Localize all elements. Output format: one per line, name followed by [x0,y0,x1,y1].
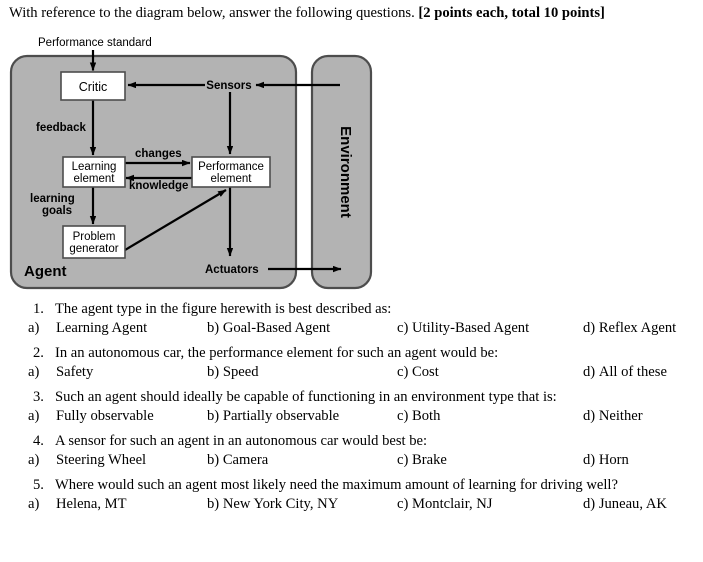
sensors-label: Sensors [206,80,251,92]
environment-label: Environment [337,126,354,218]
option-text: Juneau, AK [598,496,667,512]
option-3-d[interactable]: d) Neither [583,407,643,425]
learning-goals-label-line1: learning [30,193,75,205]
question-number: 1. [33,301,44,317]
option-text: Reflex Agent [598,320,677,336]
question-stem: Such an agent should ideally be capable … [55,389,557,405]
learning-element-label-line2: element [74,173,116,185]
question-number: 5. [33,477,44,493]
option-letter: a) [28,408,40,424]
option-letter: c) [397,408,409,424]
option-text: Partially observable [222,408,340,424]
option-letter: b) [207,364,220,380]
actuators-label: Actuators [205,264,259,276]
option-text: Steering Wheel [56,452,147,468]
performance-element-box [191,156,271,188]
option-text: Learning Agent [56,320,148,336]
option-5-d[interactable]: d) Juneau, AK [583,495,667,513]
option-text: Utility-Based Agent [412,320,530,336]
option-4-c[interactable]: c) Brake [397,451,447,469]
performance-element-label-line1: Performance [198,161,264,173]
knowledge-label: knowledge [129,180,188,192]
option-text: New York City, NY [222,496,339,512]
option-text: Camera [222,452,269,468]
option-1-d[interactable]: d) Reflex Agent [583,319,676,337]
instructions-text: With reference to the diagram below, ans… [9,5,419,21]
option-text: Goal-Based Agent [222,320,331,336]
option-text: Horn [598,452,629,468]
option-letter: c) [397,452,409,468]
performance-standard-label: Performance standard [38,37,152,49]
option-letter: a) [28,364,40,380]
option-letter: d) [583,364,596,380]
option-letter: b) [207,452,220,468]
performance-element-label-line2: element [211,173,253,185]
learning-agent-diagram: Performance standard Critic Sensors feed… [0,28,400,296]
learning-element-label-line1: Learning [72,161,117,173]
question-5: 5. Where would such an agent most likely… [0,476,703,520]
option-letter: a) [28,452,40,468]
question-number: 4. [33,433,44,449]
option-letter: b) [207,320,220,336]
option-text: Montclair, NJ [412,496,493,512]
option-2-d[interactable]: d) All of these [583,363,667,381]
option-4-b[interactable]: b) Camera [207,451,268,469]
critic-box [60,71,126,101]
question-number: 3. [33,389,44,405]
option-5-b[interactable]: b) New York City, NY [207,495,338,513]
critic-label: Critic [79,80,107,94]
option-text: All of these [598,364,667,380]
option-letter: c) [397,364,409,380]
option-2-b[interactable]: b) Speed [207,363,259,381]
option-text: Speed [222,364,259,380]
questions-list: 1. The agent type in the figure herewith… [0,300,703,520]
option-text: Both [412,408,441,424]
option-letter: a) [28,320,40,336]
option-text: Fully observable [56,408,154,424]
option-letter: d) [583,452,596,468]
points-note: [2 points each, total 10 points] [418,5,605,21]
option-letter: d) [583,408,596,424]
option-1-b[interactable]: b) Goal-Based Agent [207,319,330,337]
option-text: Safety [56,364,94,380]
option-letter: a) [28,496,40,512]
option-3-c[interactable]: c) Both [397,407,440,425]
option-text: Helena, MT [56,496,127,512]
environment-container [310,54,373,290]
option-text: Brake [412,452,447,468]
option-letter: b) [207,408,220,424]
connector-problem-to-performance [124,189,227,251]
option-letter: b) [207,496,220,512]
problem-generator-label-line2: generator [69,243,118,255]
problem-generator-box [62,225,126,259]
option-5-c[interactable]: c) Montclair, NJ [397,495,492,513]
learning-element-box [62,156,126,188]
question-4: 4. A sensor for such an agent in an auto… [0,432,703,476]
option-text: Neither [598,408,643,424]
agent-label: Agent [24,263,67,280]
instructions-line: With reference to the diagram below, ans… [9,4,699,22]
question-stem: A sensor for such an agent in an autonom… [55,433,428,449]
option-letter: c) [397,320,409,336]
option-2-c[interactable]: c) Cost [397,363,439,381]
option-1-c[interactable]: c) Utility-Based Agent [397,319,529,337]
learning-goals-label-line2: goals [42,205,72,217]
option-letter: c) [397,496,409,512]
option-4-d[interactable]: d) Horn [583,451,629,469]
question-2: 2. In an autonomous car, the performance… [0,344,703,388]
option-letter: d) [583,320,596,336]
option-3-b[interactable]: b) Partially observable [207,407,339,425]
question-3: 3. Such an agent should ideally be capab… [0,388,703,432]
question-number: 2. [33,345,44,361]
question-stem: In an autonomous car, the performance el… [55,345,499,361]
question-1: 1. The agent type in the figure herewith… [0,300,703,344]
option-text: Cost [412,364,439,380]
problem-generator-label-line1: Problem [73,231,116,243]
feedback-label: feedback [36,122,86,134]
question-stem: Where would such an agent most likely ne… [55,477,618,493]
question-stem: The agent type in the figure herewith is… [55,301,392,317]
option-letter: d) [583,496,596,512]
changes-label: changes [135,148,182,160]
